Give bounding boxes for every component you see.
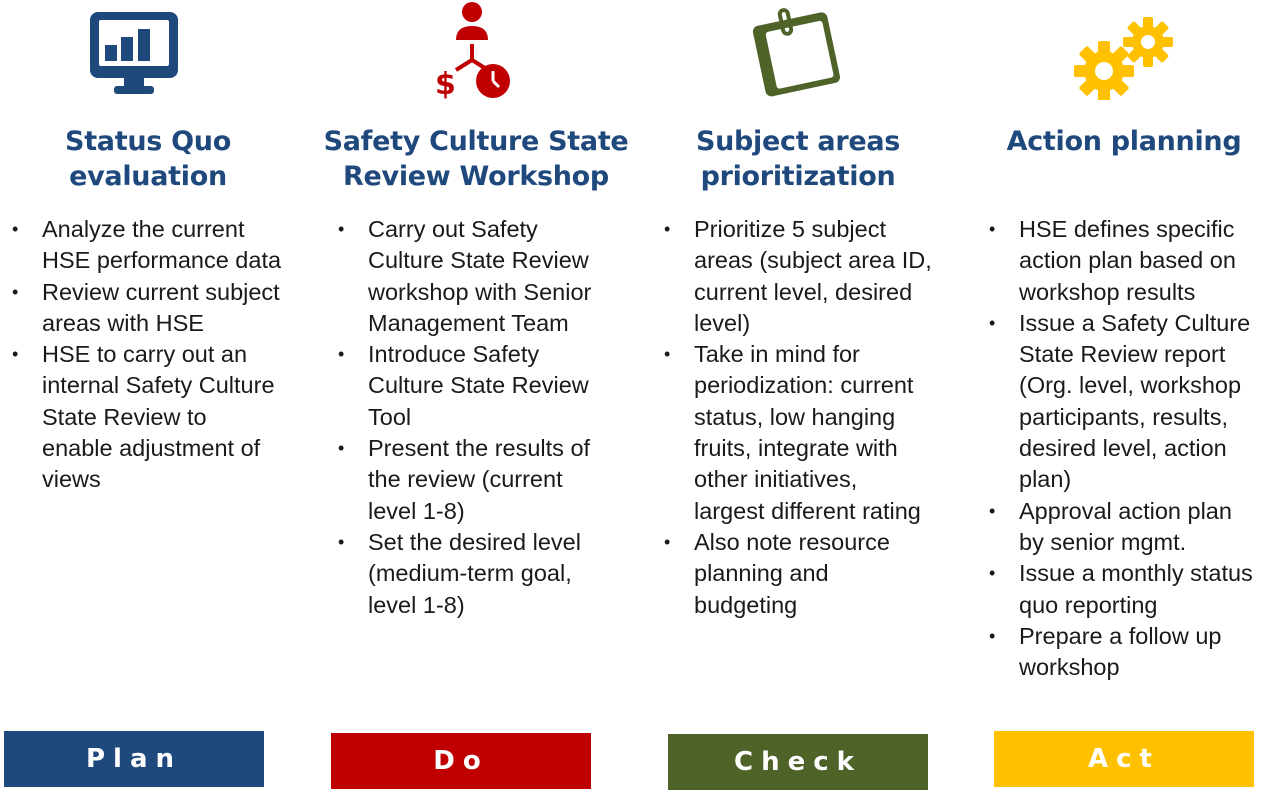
svg-text:$: $ (435, 67, 456, 100)
list-item: •Approval action plan by senior mgmt. (989, 497, 1232, 555)
list-item: •Issue a Safety Culture State Review rep… (989, 309, 1251, 493)
list-item: •Also note resource planning and budgeti… (664, 528, 890, 618)
list-item: •Prioritize 5 subject areas (subject are… (664, 216, 932, 336)
list-item: •Set the desired level (medium-term goal… (338, 528, 581, 618)
sticky-note-icon (748, 6, 848, 98)
list-item: •Review current subject areas with HSE (12, 278, 280, 336)
phase-label: Do (433, 746, 489, 776)
list-item: •Present the results of the review (curr… (338, 435, 591, 524)
list-item: •Prepare a follow up workshop (989, 622, 1222, 681)
phase-bar-act: Act (994, 731, 1254, 787)
monitor-chart-icon (88, 10, 180, 96)
list-item: •Analyze the current HSE performance dat… (12, 216, 282, 274)
list-item: •Carry out Safety Culture State Review w… (338, 216, 592, 336)
phase-label: Plan (85, 744, 183, 774)
list-item: •Issue a monthly status quo reporting (989, 560, 1253, 618)
list-item: •HSE to carry out an internal Safety Cul… (12, 341, 275, 493)
phase-bar-do: Do (331, 733, 591, 789)
bullet-list-plan: •Analyze the current HSE performance dat… (12, 214, 282, 496)
phase-bar-plan: Plan (4, 731, 264, 787)
phase-label: Act (1088, 744, 1160, 774)
bullet-list-do: •Carry out Safety Culture State Review w… (338, 214, 613, 621)
column-title-workshop: Safety Culture State Review Workshop (323, 126, 629, 192)
column-title-prioritization: Subject areas prioritization (695, 126, 901, 192)
column-title-action-planning: Action planning (1006, 126, 1242, 157)
column-title-status-quo: Status Quo evaluation (65, 126, 231, 192)
bullet-list-check: •Prioritize 5 subject areas (subject are… (664, 214, 934, 621)
bullet-list-act: •HSE defines specific action plan based … (989, 214, 1261, 683)
list-item: •Introduce Safety Culture State Review T… (338, 341, 589, 430)
gears-icon (1074, 16, 1174, 101)
person-cost-time-icon: $ (432, 0, 512, 102)
phase-bar-check: Check (668, 734, 928, 790)
list-item: •Take in mind for periodization: current… (664, 341, 921, 524)
phase-label: Check (734, 747, 862, 777)
list-item: •HSE defines specific action plan based … (989, 216, 1236, 305)
